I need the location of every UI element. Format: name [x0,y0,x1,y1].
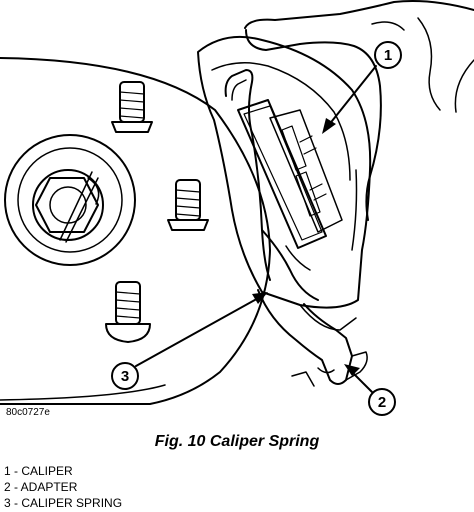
hub [4,134,136,266]
legend-item: 1 - CALIPER [4,464,73,478]
legend-item: 3 - CALIPER SPRING [4,496,123,510]
figure-legend: 1 - CALIPER 2 - ADAPTER 3 - CALIPER SPRI… [4,463,122,511]
leader-line-1 [327,65,377,127]
caliper-body [197,35,372,331]
figure-caption: Fig. 10 Caliper Spring [154,433,320,450]
technician-hand [244,0,474,221]
callout-1: 1 [374,41,402,69]
rotor-inner-edge [0,384,166,401]
callout-1-number: 1 [384,47,392,64]
arrowhead-3 [252,292,268,304]
brake-pad-assembly [237,99,343,249]
wheel-stud-bottom [105,281,151,343]
figure-code: 80c0727e [6,407,50,418]
caliper-spring [224,69,319,301]
rotor-outline [0,57,271,405]
wheel-stud-top [111,81,153,133]
adapter-bracket [257,289,368,387]
callout-2: 2 [368,388,396,416]
leader-line-3 [135,295,263,367]
wheel-stud-middle [167,179,209,231]
arrowhead-1 [322,118,336,134]
callout-3-number: 3 [121,368,129,385]
callout-3: 3 [111,362,139,390]
callout-2-number: 2 [378,394,386,411]
legend-item: 2 - ADAPTER [4,480,78,494]
arrowhead-2 [344,364,360,376]
